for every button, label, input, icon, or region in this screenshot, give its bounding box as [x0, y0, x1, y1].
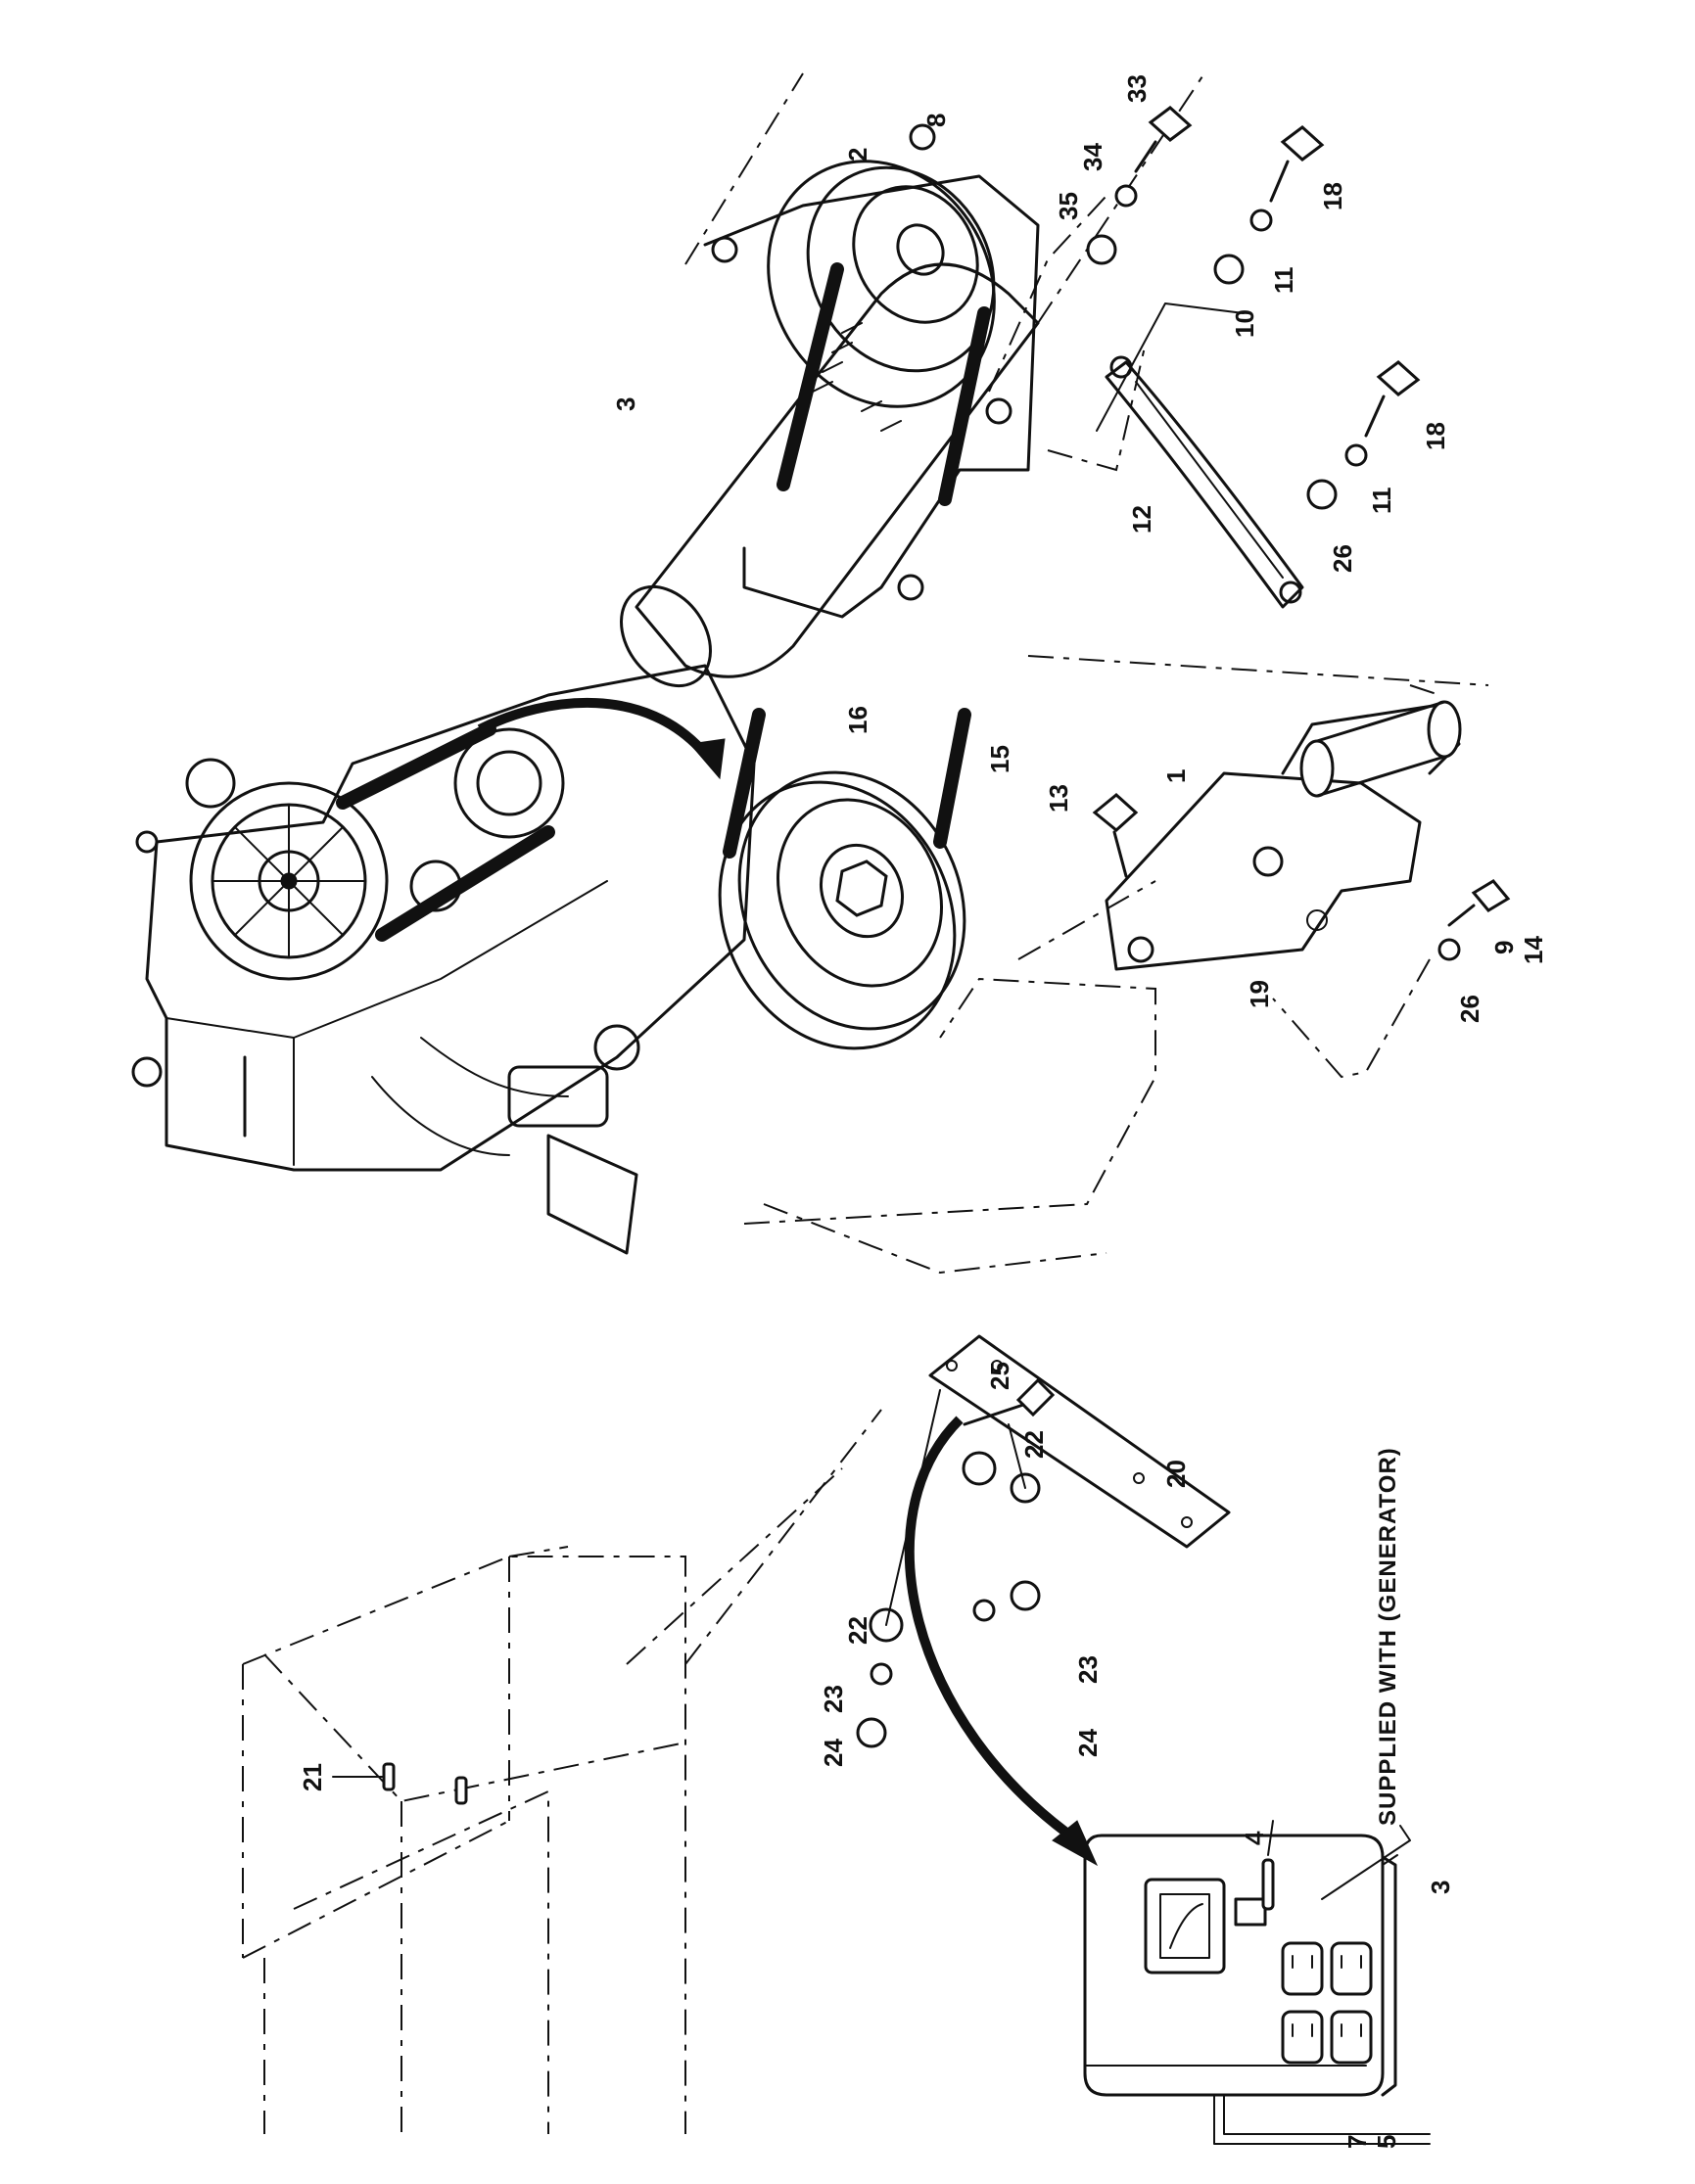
callout-22-b: 22: [1019, 1430, 1049, 1459]
callout-9: 9: [1489, 941, 1519, 954]
callout-18-a: 18: [1318, 182, 1347, 210]
callout-25: 25: [985, 1362, 1014, 1390]
callout-10: 10: [1230, 309, 1259, 338]
generator-guides: [684, 72, 1489, 696]
callout-35: 35: [1054, 192, 1083, 220]
callout-23-a: 23: [819, 1685, 848, 1713]
callout-5: 5: [1372, 2135, 1401, 2149]
callout-1: 1: [1161, 769, 1191, 783]
adjusting-arm: [1105, 355, 1304, 609]
generator-icon: [620, 160, 1040, 688]
callout-13: 13: [1044, 784, 1073, 813]
pulley-icon: [718, 708, 971, 1050]
callout-18-b: 18: [1421, 422, 1450, 450]
supplied-with-note: SUPPLIED WITH (GENERATOR): [1375, 1447, 1401, 1826]
install-arrow-box: [904, 1416, 1099, 1867]
callout-14: 14: [1519, 936, 1548, 964]
callout-33: 33: [1122, 74, 1152, 103]
callout-12: 12: [1127, 505, 1156, 534]
callout-26-b: 26: [1455, 995, 1484, 1023]
callout-2: 2: [843, 148, 872, 162]
callout-15: 15: [985, 745, 1014, 773]
callout-3-box: 3: [1426, 1881, 1455, 1894]
bracket-hardware: [856, 1377, 1056, 1748]
enclosure-housing: [242, 1409, 882, 2134]
callout-11-b: 11: [1367, 488, 1396, 515]
callout-26-a: 26: [1328, 544, 1357, 573]
callout-labels: 1 2 3 3 4 5 7 8 9 10 11 11 12 13 14 15 1…: [298, 74, 1548, 2149]
callout-8: 8: [921, 114, 951, 127]
callout-34: 34: [1078, 143, 1107, 171]
callout-23-b: 23: [1073, 1655, 1103, 1684]
arm-hardware: [909, 106, 1421, 510]
callout-24-a: 24: [819, 1739, 848, 1767]
callout-16: 16: [843, 706, 872, 734]
callout-7: 7: [1342, 2135, 1372, 2149]
callout-3-generator: 3: [611, 397, 640, 411]
callout-21: 21: [298, 1763, 327, 1791]
control-box-icon: [1083, 1834, 1431, 2145]
callout-4: 4: [1240, 1831, 1269, 1845]
bracket-plate: [928, 1334, 1231, 1549]
callout-11-a: 11: [1269, 267, 1298, 295]
mounting-bracket: [1092, 700, 1511, 1079]
install-arrow-pulley: [477, 697, 726, 780]
mounting-studs: [332, 1762, 468, 1805]
callout-20: 20: [1161, 1460, 1191, 1488]
callout-24-b: 24: [1073, 1729, 1103, 1757]
callout-22-a: 22: [843, 1616, 872, 1645]
engine-icon: [131, 664, 756, 1255]
engine-base-outline: [743, 880, 1156, 1275]
callout-19: 19: [1245, 980, 1274, 1008]
